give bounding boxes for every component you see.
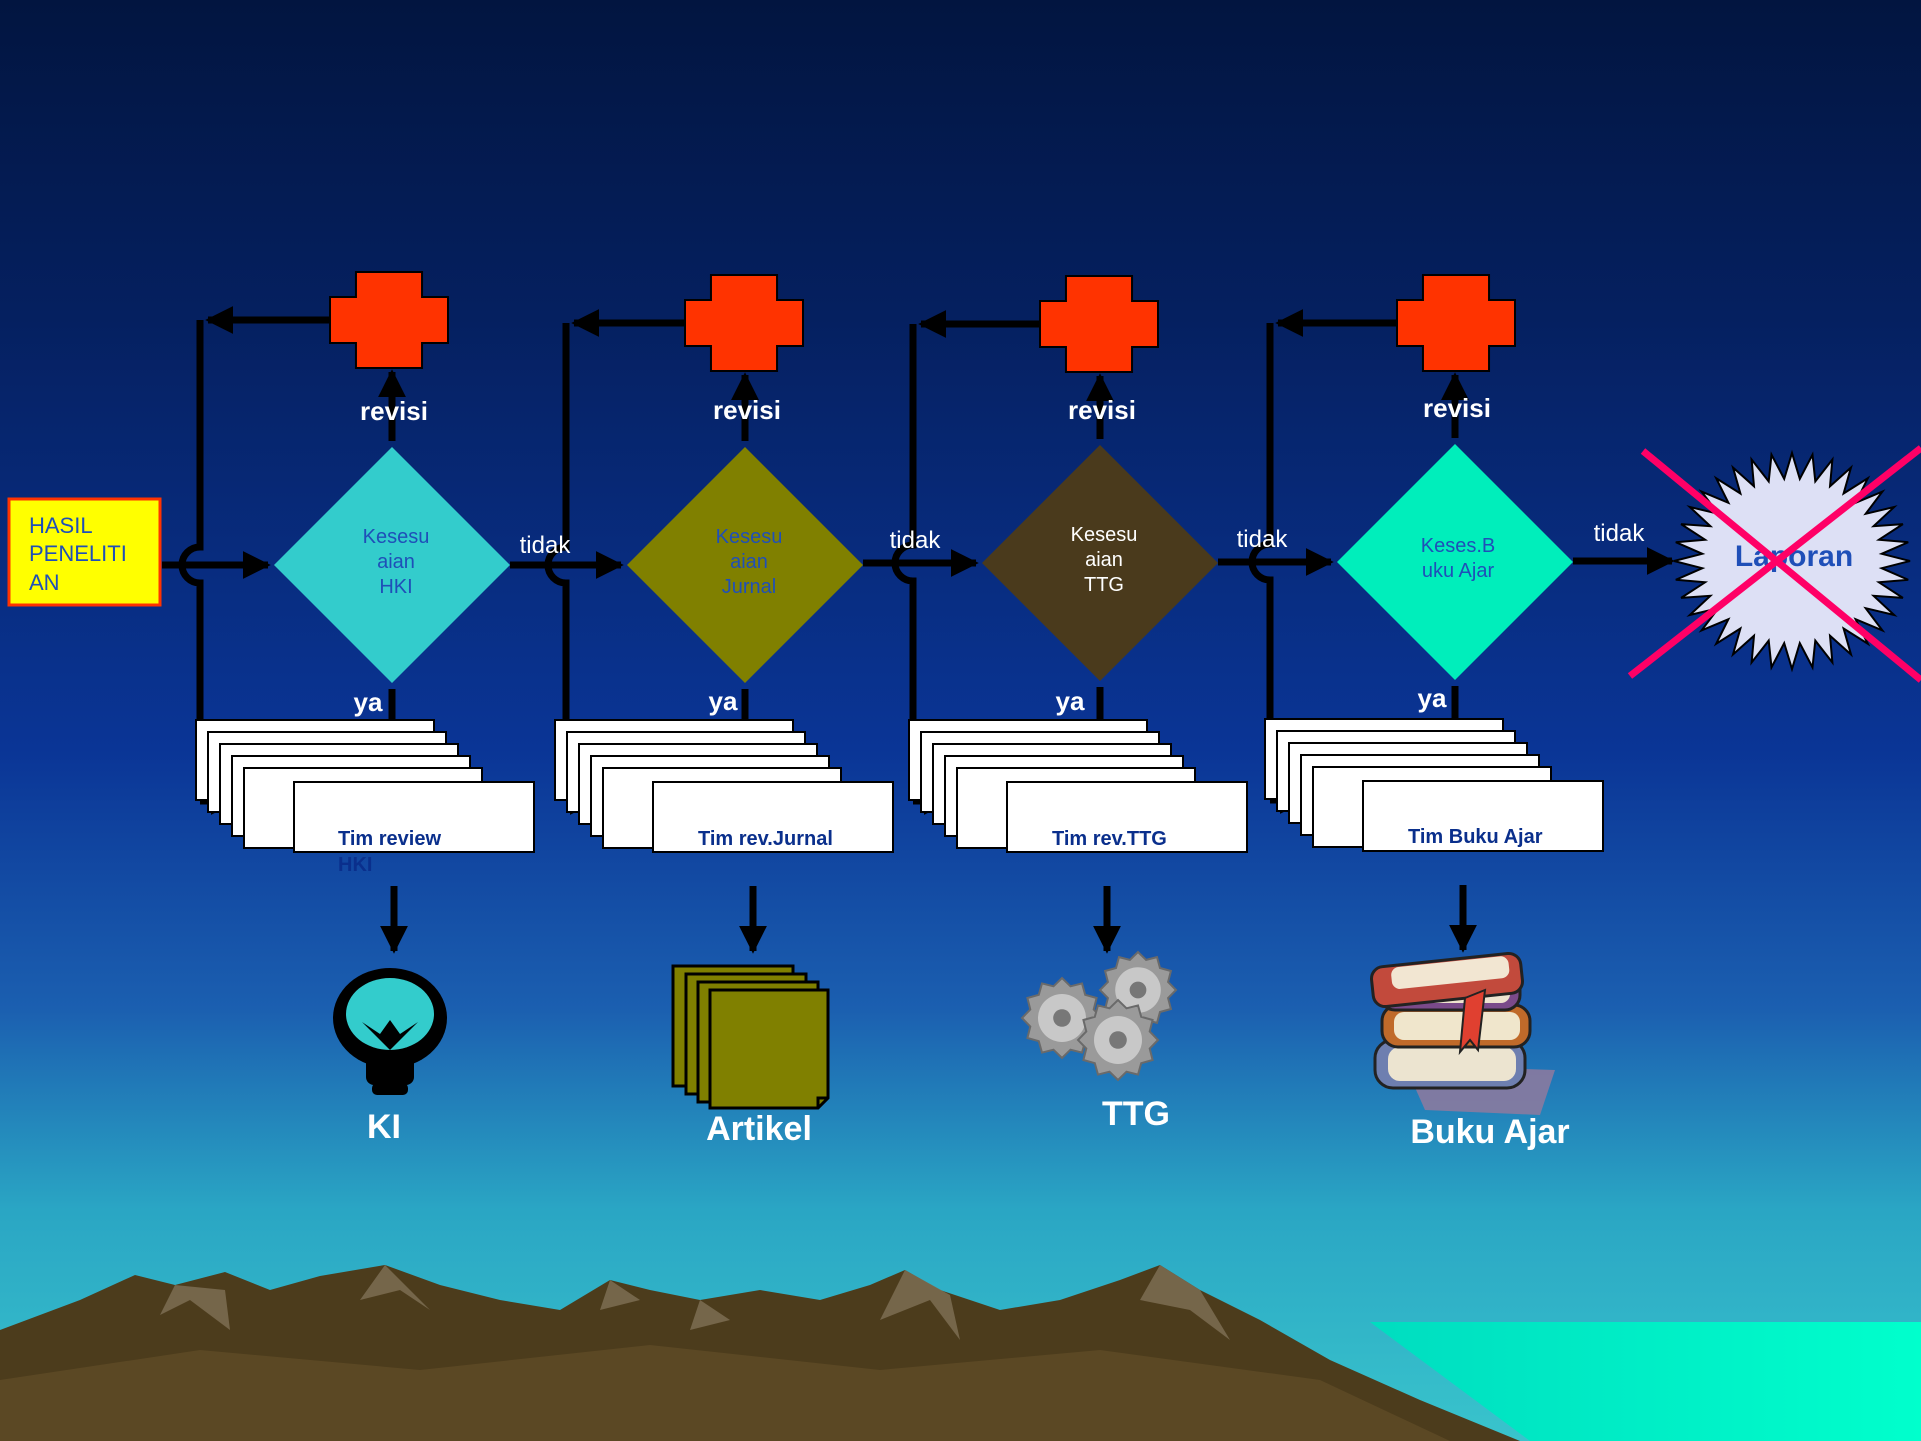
revision-cross-box	[1039, 275, 1159, 373]
tidak-label: tidak	[1237, 526, 1289, 553]
revisi-label: revisi	[1423, 393, 1491, 423]
tidak-label: tidak	[520, 532, 572, 559]
decision-label-line: aian	[730, 551, 768, 573]
output-label: Buku Ajar	[1410, 1113, 1569, 1151]
team-label-line: Tim Buku Ajar	[1408, 826, 1543, 848]
decision-diamond	[1337, 444, 1573, 680]
gears-icon	[1020, 950, 1178, 1082]
ya-label: ya	[1056, 686, 1085, 716]
revision-cross-box	[684, 274, 804, 372]
revision-cross-box	[329, 271, 449, 369]
decision-label-line: Kesesu	[363, 526, 430, 548]
mountain-foreground	[0, 1345, 1450, 1441]
decision-label-line: Keses.B	[1421, 535, 1495, 557]
revision-loop-vertical-0	[178, 320, 204, 801]
revision-loop-vertical-1	[544, 323, 570, 801]
cross-line-2	[1627, 445, 1921, 679]
decision-label-line: Kesesu	[1071, 524, 1138, 546]
start-node: HASIL PENELITI AN	[7, 497, 162, 607]
decision-label-line: Jurnal	[722, 576, 776, 598]
books-icon	[1370, 951, 1555, 1115]
tidak-label: tidak	[1594, 520, 1646, 547]
revisi-label: revisi	[1068, 395, 1136, 425]
team-card	[652, 781, 894, 853]
start-line-3: AN	[29, 570, 60, 595]
decision-label-line: Kesesu	[716, 526, 783, 548]
document-stack-icon	[671, 964, 830, 1110]
mountain-highlights	[160, 1265, 1230, 1340]
ya-label: ya	[1418, 683, 1447, 713]
decision-label-line: uku Ajar	[1422, 560, 1495, 582]
ya-label: ya	[709, 686, 738, 716]
lightbulb-icon	[333, 968, 447, 1095]
team-label-line: HKI	[338, 854, 372, 876]
output-label: Artikel	[706, 1110, 812, 1148]
mountains-scenery	[0, 1265, 1921, 1441]
decision-label-line: aian	[377, 551, 415, 573]
team-label-line: Tim rev.Jurnal	[698, 828, 833, 850]
revision-loop-vertical-2	[891, 324, 917, 801]
team-card	[1006, 781, 1248, 853]
team-label-line: Tim review	[338, 828, 441, 850]
decision-diamond	[274, 447, 510, 683]
decision-label-line: TTG	[1084, 574, 1124, 596]
cross-line-1	[1640, 448, 1921, 683]
decision-diamond	[982, 445, 1218, 681]
decision-label-line: HKI	[379, 576, 412, 598]
team-label-line: Tim rev.TTG	[1052, 828, 1167, 850]
decision-label-line: aian	[1085, 549, 1123, 571]
start-line-2: PENELITI	[29, 541, 127, 566]
team-card	[293, 781, 535, 853]
tidak-label: tidak	[890, 527, 942, 554]
revision-cross-box	[1396, 274, 1516, 372]
start-line-1: HASIL	[29, 513, 93, 538]
output-label: KI	[367, 1108, 401, 1146]
ya-label: ya	[354, 687, 383, 717]
start-box	[7, 497, 162, 607]
revisi-label: revisi	[713, 395, 781, 425]
decision-diamond	[627, 447, 863, 683]
team-card	[1362, 780, 1604, 852]
end-node: Laporan	[1627, 445, 1921, 683]
revisi-label: revisi	[360, 396, 428, 426]
output-label: TTG	[1102, 1095, 1170, 1133]
revision-loop-vertical-3	[1248, 323, 1274, 800]
sea-strip	[1370, 1322, 1921, 1441]
